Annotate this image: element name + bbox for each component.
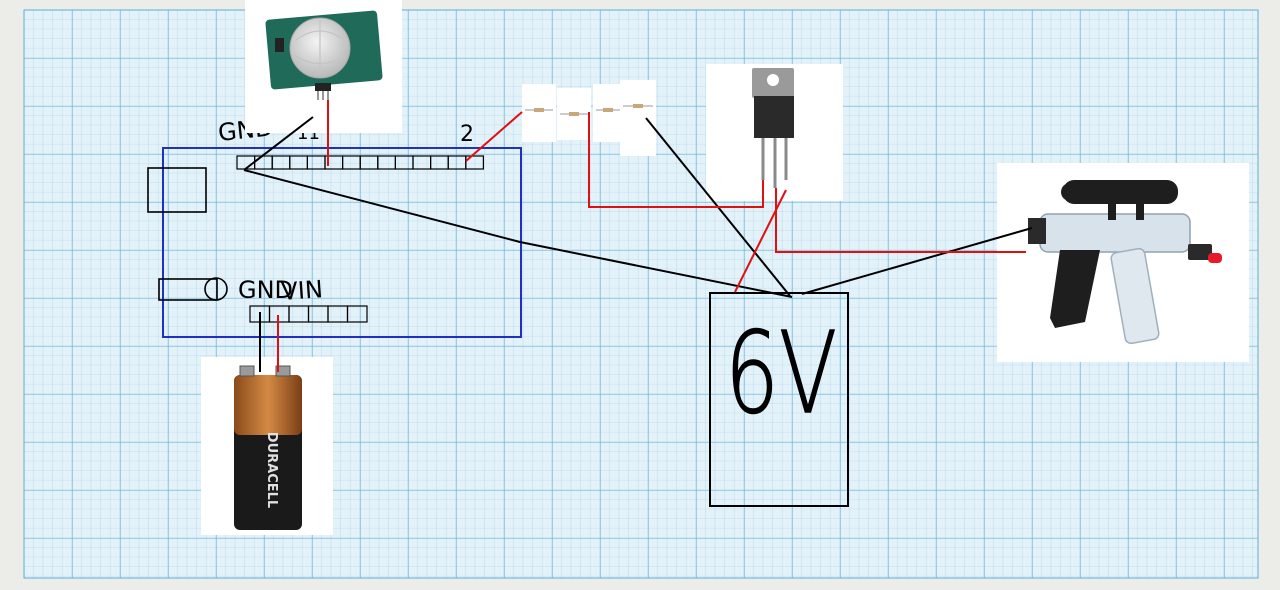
label-pin-2: 2 xyxy=(460,122,474,147)
red-wires xyxy=(277,100,1026,372)
pir-motion-sensor-icon xyxy=(245,0,402,133)
power-header-pin xyxy=(346,305,368,323)
usb-port xyxy=(147,167,207,213)
6v-supply-box: 6V xyxy=(709,292,849,507)
battery-brand-text: DURACELL xyxy=(264,432,279,508)
to220-transistor-icon xyxy=(706,64,843,201)
power-jack-barrel xyxy=(204,277,228,301)
resistor-icon xyxy=(522,84,556,142)
label-gnd-power: GND xyxy=(238,276,293,304)
digital-header-pin xyxy=(465,155,484,170)
label-vin: VIN xyxy=(280,275,323,306)
resistor-body xyxy=(603,108,613,112)
resistor-body xyxy=(633,104,643,108)
resistor-body xyxy=(569,112,579,116)
resistor-chain xyxy=(522,80,656,156)
resistor-icon xyxy=(620,80,656,156)
resistor-body xyxy=(534,108,544,112)
resistor-icon xyxy=(593,84,623,142)
9v-battery-icon: DURACELL xyxy=(201,357,333,535)
toy-airsoft-gun-icon xyxy=(997,163,1249,362)
power-jack xyxy=(158,278,218,301)
label-6v: 6V xyxy=(725,309,837,439)
